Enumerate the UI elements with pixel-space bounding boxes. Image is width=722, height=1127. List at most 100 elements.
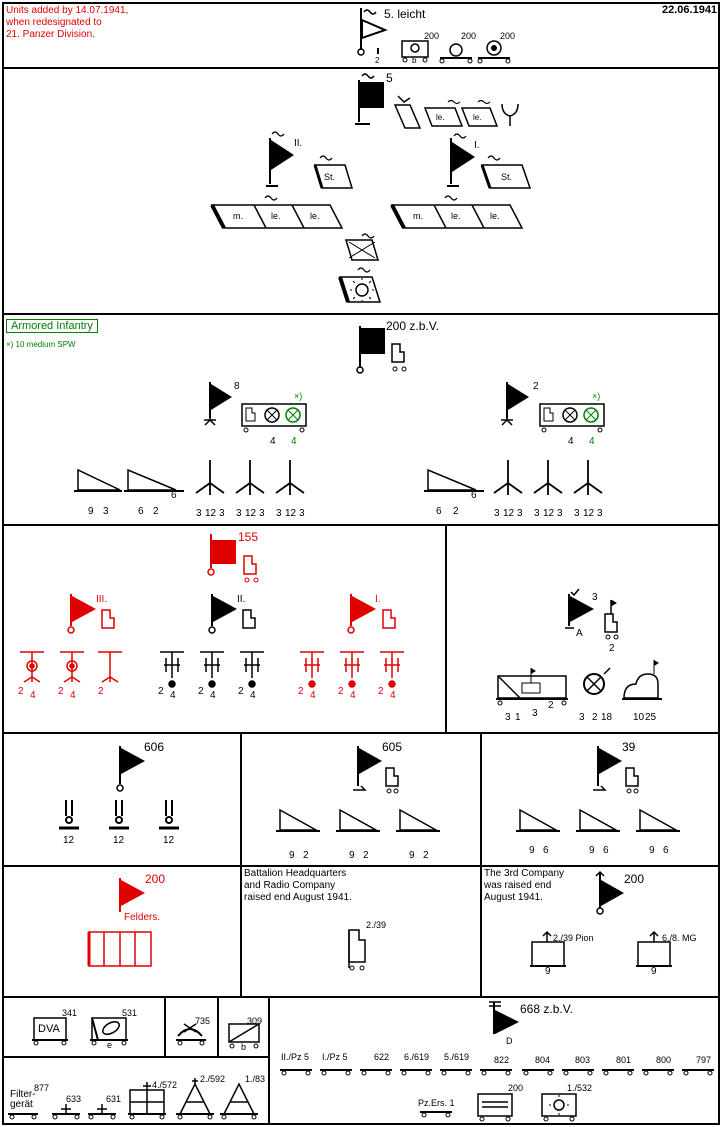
spw-note: ×) 10 medium SPW — [6, 340, 76, 349]
battalion-hq-panel — [240, 865, 482, 998]
n605-b2: 2 — [363, 850, 369, 861]
division-title: 5. leicht — [384, 7, 426, 21]
dva-num: 341 — [62, 1008, 78, 1018]
left-weapon-3: 3 — [103, 506, 109, 517]
hq-num-200c: 200 — [500, 31, 516, 41]
n39-b6: 6 — [603, 845, 609, 856]
n877-label: 877 — [34, 1083, 50, 1093]
unit-605: 605 — [382, 740, 403, 754]
left-count-4g: 4 — [291, 436, 297, 447]
left-co1-b: 12 — [205, 508, 217, 519]
recon-c-10: 10 — [633, 712, 645, 723]
bty-a-2: 2 — [18, 686, 24, 697]
left-co3-b: 12 — [285, 508, 297, 519]
bty-h-4: 4 — [350, 690, 356, 701]
bty-f-2: 2 — [238, 686, 244, 697]
right-co3-b: 12 — [583, 508, 595, 519]
x-mark-right: ×) — [592, 391, 601, 401]
row4-symbols — [59, 746, 680, 832]
filter-label: Filter- gerät — [10, 1089, 36, 1110]
third-co-unit: 200 — [624, 872, 645, 886]
bn2-company-le1: le. — [271, 211, 281, 221]
recon-a-3b: 3 — [532, 708, 538, 719]
n4-572-label: 4./572 — [152, 1080, 178, 1090]
recon-sub-a: A — [576, 628, 583, 639]
recon-battalion-panel — [445, 524, 720, 734]
division-hq-flag — [357, 8, 388, 56]
bty-e-2: 2 — [198, 686, 204, 697]
bty-c-2: 2 — [98, 686, 104, 697]
n606-c: 12 — [163, 835, 175, 846]
bty-b-4: 4 — [70, 690, 76, 701]
right-count-4: 4 — [568, 436, 574, 447]
bn-hq-note: Battalion Headquarters and Radio Company… — [244, 868, 352, 903]
armored-infantry-label: Armored Infantry — [6, 319, 98, 333]
header-date: 22.06.1941 — [662, 4, 718, 16]
artillery-bn2-label: II. — [237, 594, 246, 605]
n633-label: 633 — [66, 1094, 82, 1104]
hq-num-2: 2 — [375, 56, 380, 65]
panzer-staff-bn2: St. — [324, 172, 336, 182]
col-i-pz5: I./Pz 5 — [322, 1052, 348, 1062]
col-803: 803 — [575, 1055, 591, 1065]
hq-vehicles — [401, 40, 511, 64]
recon-hq2: 2 — [609, 643, 615, 654]
n2-592-label: 2./592 — [200, 1074, 226, 1084]
n1-532-label: 1./532 — [567, 1083, 593, 1093]
panzer-regiment-panel — [2, 67, 720, 315]
bty-a-4: 4 — [30, 690, 36, 701]
dva-label: DVA — [38, 1023, 60, 1035]
panzer-regiment-symbols — [210, 73, 532, 303]
right-co1-a: 3 — [494, 508, 500, 519]
unit-2-39: 2./39 — [366, 920, 387, 930]
right-co2-a: 3 — [534, 508, 540, 519]
n39-b9: 9 — [589, 845, 595, 856]
bn1-company-m: m. — [413, 211, 423, 221]
n39-c6: 6 — [663, 845, 669, 856]
col-797: 797 — [696, 1055, 712, 1065]
n605-a9: 9 — [289, 850, 295, 861]
left-co2-a: 3 — [236, 508, 242, 519]
panzer-bn1-label: I. — [474, 140, 480, 151]
staff-le-b: le. — [473, 113, 482, 122]
right-co1-c: 3 — [517, 508, 523, 519]
panzer-regiment-number: 5 — [386, 71, 393, 85]
unit-606: 606 — [144, 740, 165, 754]
right-co3-a: 3 — [574, 508, 580, 519]
hq-num-200b: 200 — [461, 31, 477, 41]
right-weapon-6: 6 — [436, 506, 442, 517]
left-co2-b: 12 — [245, 508, 257, 519]
recon-a-2: 2 — [548, 700, 554, 711]
pion-num: 9 — [545, 966, 551, 977]
bty-h-2: 2 — [338, 686, 344, 697]
right-co3-c: 3 — [597, 508, 603, 519]
mg-num: 9 — [651, 966, 657, 977]
left-co3-a: 3 — [276, 508, 282, 519]
n200-label: 200 — [508, 1083, 524, 1093]
recon-b-3: 3 — [579, 712, 585, 723]
recon-c-25: 25 — [645, 712, 657, 723]
artillery-symbols — [20, 534, 404, 688]
col-ii-pz5: II./Pz 5 — [281, 1052, 310, 1062]
left-co3-c: 3 — [299, 508, 305, 519]
e-label: e — [107, 1040, 113, 1050]
e-num: 531 — [122, 1008, 138, 1018]
left-weapon-6b: 6 — [171, 490, 177, 501]
n1-83-label: 1./83 — [245, 1074, 266, 1084]
bn1-company-le1: le. — [451, 211, 461, 221]
left-co1-c: 3 — [219, 508, 225, 519]
col-5-619: 5./619 — [444, 1052, 470, 1062]
supply-hq-label: 668 z.b.V. — [520, 1002, 573, 1016]
artillery-regiment-number: 155 — [238, 530, 259, 544]
recon-a-1: 1 — [515, 712, 521, 723]
col-822: 822 — [494, 1055, 510, 1065]
n309-label: 309 — [247, 1016, 263, 1026]
pz-ers-label: Pz.Ers. 1 — [418, 1098, 455, 1108]
bty-e-4: 4 — [210, 690, 216, 701]
right-co2-b: 12 — [543, 508, 555, 519]
panzer-staff-bn1: St. — [501, 172, 513, 182]
left-co1-a: 3 — [196, 508, 202, 519]
bty-g-2: 2 — [298, 686, 304, 697]
artillery-bn1-label: I. — [375, 594, 381, 605]
panzer-bn2-label: II. — [294, 138, 303, 149]
